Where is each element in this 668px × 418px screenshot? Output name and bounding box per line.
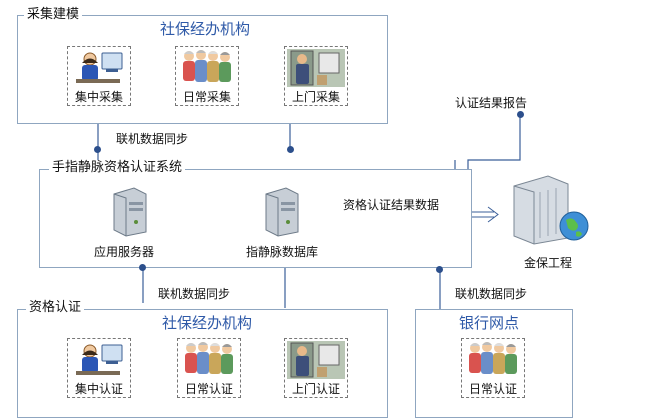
- connector-dot: [517, 111, 524, 118]
- sync-label-bottom: 联机数据同步: [158, 287, 231, 301]
- bank-branch-title: 银行网点: [459, 314, 520, 332]
- card-centralized-collection[interactable]: 集中采集: [67, 46, 131, 106]
- application-server-label: 应用服务器: [94, 245, 155, 259]
- card-label: 上门采集: [291, 90, 340, 104]
- person-at-computer-icon: [76, 344, 123, 375]
- bottom-org-title: 社保经办机构: [162, 314, 253, 332]
- home-visit-icon: [287, 341, 345, 379]
- home-visit-icon: [287, 49, 345, 87]
- elderly-group-icon: [183, 50, 231, 82]
- golden-project-label: 金保工程: [524, 256, 573, 270]
- card-bank-daily-cert[interactable]: 日常认证: [461, 338, 525, 398]
- connector-dot: [139, 264, 146, 271]
- person-at-computer-icon: [76, 52, 123, 83]
- cert-data-label: 资格认证结果数据: [343, 198, 440, 212]
- card-label: 日常采集: [182, 90, 231, 104]
- database-server-icon: [265, 187, 299, 237]
- card-label: 日常认证: [184, 382, 233, 396]
- application-server-icon: [113, 187, 147, 237]
- sync-label-bank: 联机数据同步: [455, 287, 528, 301]
- card-home-collection[interactable]: 上门采集: [284, 46, 348, 106]
- collection-modeling-title: 采集建模: [24, 7, 83, 23]
- card-centralized-cert[interactable]: 集中认证: [67, 338, 131, 398]
- card-home-cert[interactable]: 上门认证: [284, 338, 348, 398]
- card-label: 集中认证: [74, 382, 123, 396]
- golden-project-server-icon: [513, 175, 589, 245]
- report-label: 认证结果报告: [455, 96, 528, 110]
- elderly-group-icon: [469, 342, 517, 374]
- sync-label-top: 联机数据同步: [116, 132, 189, 146]
- card-label: 上门认证: [291, 382, 340, 396]
- finger-vein-system-title: 手指静脉资格认证系统: [49, 160, 186, 176]
- database-label: 指静脉数据库: [246, 245, 319, 259]
- connector-dot: [94, 146, 101, 153]
- top-org-title: 社保经办机构: [160, 20, 251, 38]
- card-label: 日常认证: [468, 382, 517, 396]
- qualification-cert-title: 资格认证: [26, 300, 85, 316]
- connector-dot: [287, 146, 294, 153]
- elderly-group-icon: [185, 342, 233, 374]
- card-daily-cert[interactable]: 日常认证: [177, 338, 241, 398]
- connector-dot: [436, 266, 443, 273]
- finger-vein-system-group: [39, 169, 472, 268]
- card-daily-collection[interactable]: 日常采集: [175, 46, 239, 106]
- card-label: 集中采集: [74, 90, 123, 104]
